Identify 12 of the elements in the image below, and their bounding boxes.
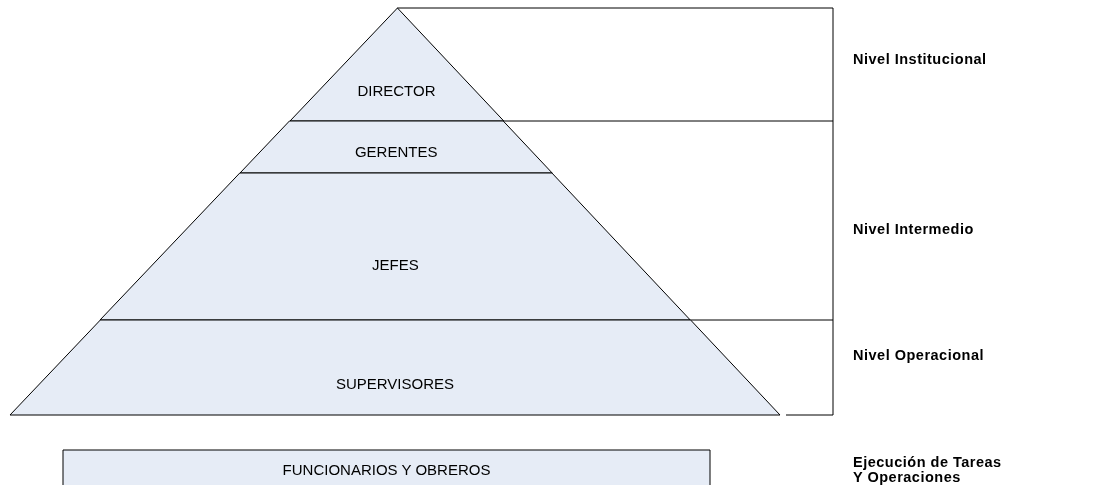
band-label: SUPERVISORES [335, 375, 455, 392]
pyramid-band [10, 320, 780, 415]
level-label: Nivel Operacional [853, 348, 984, 363]
level-label: Ejecución de Tareas Y Operaciones [853, 455, 1003, 485]
band-label: FUNCIONARIOS Y OBREROS [282, 461, 491, 478]
band-label: JEFES [372, 256, 419, 273]
process-box [63, 450, 710, 485]
level-label: Nivel Institucional [853, 52, 987, 67]
band-label: DIRECTOR [357, 82, 436, 99]
pyramid-band [289, 8, 504, 121]
level-label: Nivel Intermedio [853, 222, 974, 237]
band-label: GERENTES [354, 143, 438, 160]
